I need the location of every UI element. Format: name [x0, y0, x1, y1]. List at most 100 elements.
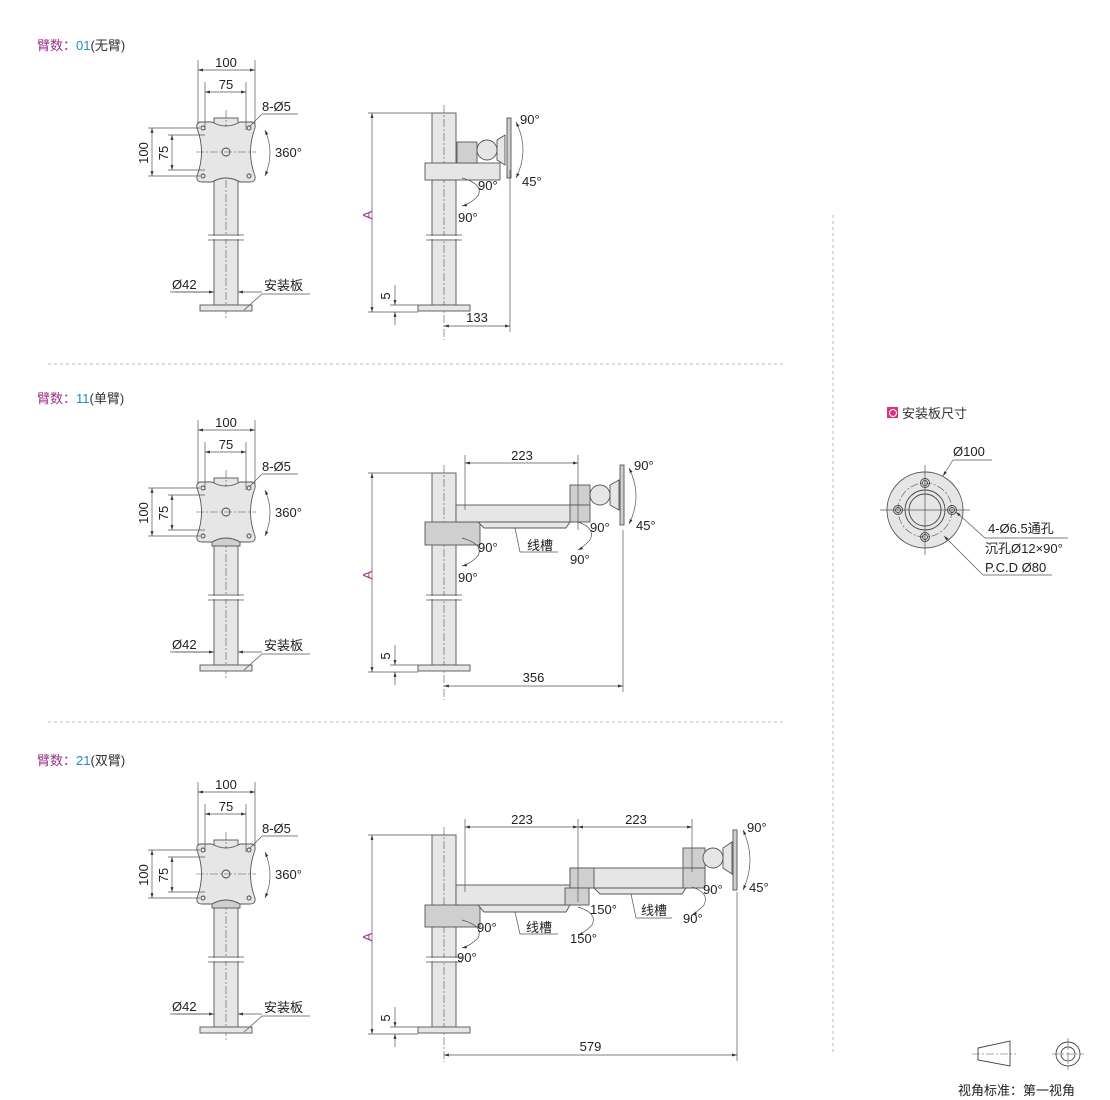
mount-plate-label: 安装板	[264, 278, 303, 293]
outer-dia-dim: Ø100	[953, 444, 985, 459]
width-inner-dim: 75	[219, 77, 233, 92]
swivel-arrow	[461, 537, 480, 567]
mount-hole	[246, 895, 252, 901]
holes-dim: 8-Ø5	[262, 821, 291, 836]
countersink-hole	[920, 532, 930, 542]
countersink-hole	[920, 478, 930, 488]
height-outer-dim: 100	[136, 502, 151, 524]
cable-channel	[592, 887, 687, 895]
angle-label: 90°	[634, 458, 654, 473]
height-inner-dim: 75	[156, 146, 171, 160]
vesa-plate	[732, 829, 738, 891]
arm-length-dim-text: 223	[511, 448, 533, 463]
base-thickness-dim: 5	[378, 652, 393, 659]
break-gap	[431, 958, 457, 961]
rotation-arrow	[742, 829, 751, 891]
rotation-dim: 360°	[275, 145, 302, 160]
projection-standard: 视角标准：第一视角	[958, 1083, 1076, 1098]
cable-channel-label: 线槽	[641, 903, 667, 918]
mount-hole	[200, 895, 206, 901]
mount-plate-title-text: 安装板尺寸	[902, 406, 968, 421]
angle-label: 90°	[703, 882, 723, 897]
mount-plate-label: 安装板	[264, 638, 303, 653]
width-outer-dim: 100	[215, 55, 237, 70]
rotation-dim: 360°	[275, 867, 302, 882]
cable-channel-label: 线槽	[526, 920, 552, 935]
cable-channel	[476, 521, 571, 529]
rotation-arrow	[264, 851, 271, 899]
vesa-bracket	[722, 841, 733, 875]
angle-label: 45°	[522, 174, 542, 189]
height-inner-dim: 75	[156, 868, 171, 882]
arm-name: (单臂)	[89, 391, 125, 406]
break-gap	[213, 596, 239, 599]
holes-dim: 8-Ø5	[262, 99, 291, 114]
angle-label: 90°	[457, 950, 477, 965]
base-thickness-dim: 5	[378, 1014, 393, 1021]
rotation-dim: 360°	[275, 505, 302, 520]
head-block	[569, 484, 591, 506]
base-plate	[199, 1026, 253, 1034]
base-plate	[199, 664, 253, 672]
tilt-joint	[476, 139, 498, 161]
mount-hole	[246, 485, 252, 491]
rotation-arrow	[515, 121, 524, 179]
arm-1	[455, 884, 579, 906]
title-prefix: 臂数：	[37, 753, 77, 768]
arm-name: (无臂)	[90, 38, 126, 53]
rotation-arrow	[264, 129, 271, 177]
section-title-21: 臂数：21(双臂)	[37, 750, 125, 769]
base-plate	[199, 304, 253, 312]
mount-hole	[246, 173, 252, 179]
head-block	[682, 847, 706, 869]
circle-badge-icon	[887, 407, 898, 418]
title-prefix: 臂数：	[37, 391, 77, 406]
arm-length-dim-text: 223	[625, 812, 647, 827]
reach-dim: 579	[580, 1039, 602, 1054]
angle-label: 90°	[570, 552, 590, 567]
break-gap	[213, 958, 239, 961]
reach-dim: 356	[523, 670, 545, 685]
arm-joint	[564, 887, 590, 906]
angle-label: 45°	[636, 518, 656, 533]
separators	[48, 215, 834, 1055]
inner-circle	[1060, 1046, 1076, 1062]
arm	[455, 504, 581, 523]
angle-label: 90°	[683, 911, 703, 926]
mount-hole	[246, 847, 252, 853]
mount-plate-label: 安装板	[264, 1000, 303, 1015]
arm-joint	[569, 867, 595, 889]
column-dia-dim: Ø42	[172, 637, 197, 652]
countersink-hole	[947, 505, 957, 515]
line	[514, 527, 521, 553]
swivel-arrow	[577, 906, 594, 936]
holes-dim: 4-Ø6.5通孔	[988, 521, 1054, 536]
angle-label: 90°	[478, 178, 498, 193]
line	[630, 893, 637, 919]
arm-code: 11	[76, 391, 90, 406]
width-outer-dim: 100	[215, 415, 237, 430]
reach-dim: 133	[466, 310, 488, 325]
through-hole	[949, 507, 955, 513]
column-dia-dim: Ø42	[172, 999, 197, 1014]
line	[243, 653, 263, 671]
swivel-arrow	[691, 886, 706, 916]
height-dim: A	[360, 932, 375, 941]
line	[243, 1015, 263, 1033]
arm-joint	[569, 504, 591, 523]
tilt-joint	[702, 847, 724, 869]
truncated-cone-icon	[977, 1040, 1011, 1067]
mount-plate-title: 安装板尺寸	[887, 403, 967, 422]
angle-label: 90°	[520, 112, 540, 127]
base-thickness-dim: 5	[378, 292, 393, 299]
width-inner-dim: 75	[219, 437, 233, 452]
leader	[942, 459, 954, 477]
angle-label: 90°	[747, 820, 767, 835]
rotation-arrow	[264, 489, 271, 537]
